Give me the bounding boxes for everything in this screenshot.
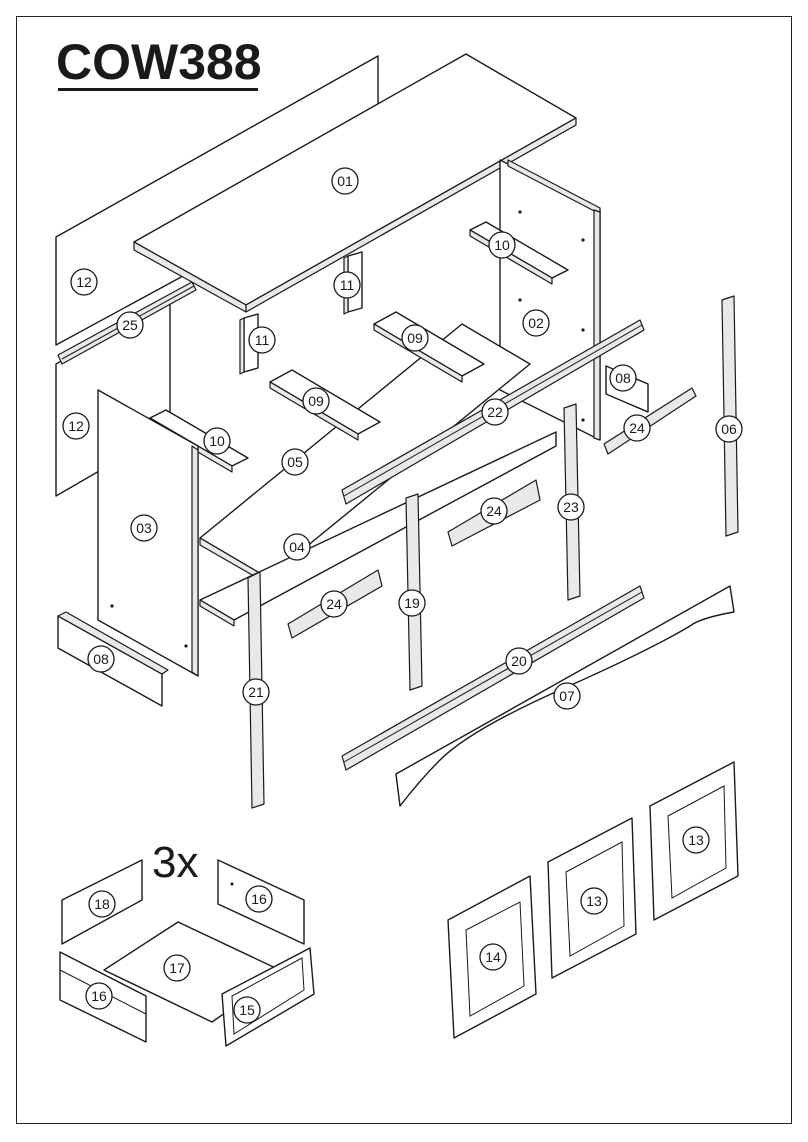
svg-text:12: 12 (76, 274, 92, 290)
callout-11-left: 11 (248, 326, 276, 354)
svg-text:09: 09 (308, 393, 324, 409)
svg-text:09: 09 (407, 330, 423, 346)
callout-18: 18 (88, 890, 116, 918)
callout-13-middle: 13 (580, 887, 608, 915)
part-20-rail (341, 585, 645, 771)
svg-text:20: 20 (511, 653, 527, 669)
svg-text:18: 18 (94, 896, 110, 912)
callout-17: 17 (163, 954, 191, 982)
svg-text:08: 08 (615, 370, 631, 386)
callout-04: 04 (283, 533, 311, 561)
svg-text:16: 16 (251, 891, 267, 907)
callout-19: 19 (398, 589, 426, 617)
callout-14: 14 (479, 943, 507, 971)
svg-text:24: 24 (486, 503, 502, 519)
svg-text:22: 22 (487, 404, 503, 420)
svg-text:11: 11 (340, 277, 355, 293)
callout-10-left: 10 (203, 427, 231, 455)
svg-text:23: 23 (563, 499, 579, 515)
title-underline (58, 88, 258, 91)
svg-text:13: 13 (688, 832, 704, 848)
callout-03: 03 (130, 514, 158, 542)
callout-07: 07 (553, 682, 581, 710)
callout-06: 06 (715, 415, 743, 443)
callout-16-left: 16 (85, 982, 113, 1010)
svg-text:01: 01 (337, 173, 353, 189)
svg-text:04: 04 (289, 539, 305, 555)
part-04-bottom-panel (199, 431, 557, 627)
callout-24-right: 24 (623, 414, 651, 442)
svg-text:05: 05 (287, 454, 303, 470)
svg-text:10: 10 (494, 237, 510, 253)
svg-text:24: 24 (629, 420, 645, 436)
callout-22: 22 (481, 398, 509, 426)
callout-11-right: 11 (333, 271, 361, 299)
callout-12-upper: 12 (70, 268, 98, 296)
callout-09-left: 09 (302, 387, 330, 415)
svg-text:12: 12 (68, 418, 84, 434)
callout-13-right: 13 (682, 826, 710, 854)
callout-12-lower: 12 (62, 412, 90, 440)
page-border (16, 16, 792, 1124)
callout-24-left: 24 (320, 590, 348, 618)
svg-text:17: 17 (169, 960, 185, 976)
callout-08-left: 08 (87, 645, 115, 673)
svg-text:03: 03 (136, 520, 152, 536)
svg-text:06: 06 (721, 421, 737, 437)
callout-23: 23 (557, 493, 585, 521)
callout-10-right: 10 (488, 231, 516, 259)
svg-text:24: 24 (326, 596, 342, 612)
svg-text:19: 19 (404, 595, 420, 611)
callout-02: 02 (522, 309, 550, 337)
svg-text:15: 15 (239, 1002, 255, 1018)
callout-15: 15 (233, 996, 261, 1024)
callout-09-right: 09 (401, 324, 429, 352)
callout-01: 01 (331, 167, 359, 195)
svg-text:25: 25 (122, 317, 138, 333)
svg-text:11: 11 (255, 332, 270, 348)
svg-text:10: 10 (209, 433, 225, 449)
svg-text:08: 08 (93, 651, 109, 667)
callout-05: 05 (281, 448, 309, 476)
svg-text:07: 07 (559, 688, 575, 704)
part-09-cleat-right (373, 311, 485, 383)
callout-25: 25 (116, 311, 144, 339)
callout-16-right: 16 (245, 885, 273, 913)
svg-text:21: 21 (248, 684, 264, 700)
part-24-runner-right (603, 387, 697, 455)
model-code-title: COW388 (56, 34, 262, 90)
callout-20: 20 (505, 647, 533, 675)
part-05-shelf (199, 323, 531, 585)
drawer-quantity-label: 3x (152, 838, 199, 887)
callout-24-middle: 24 (480, 497, 508, 525)
svg-text:02: 02 (528, 315, 544, 331)
svg-text:13: 13 (586, 893, 602, 909)
svg-text:14: 14 (485, 949, 501, 965)
callout-08-right: 08 (609, 364, 637, 392)
callout-21: 21 (242, 678, 270, 706)
svg-text:16: 16 (91, 988, 107, 1004)
